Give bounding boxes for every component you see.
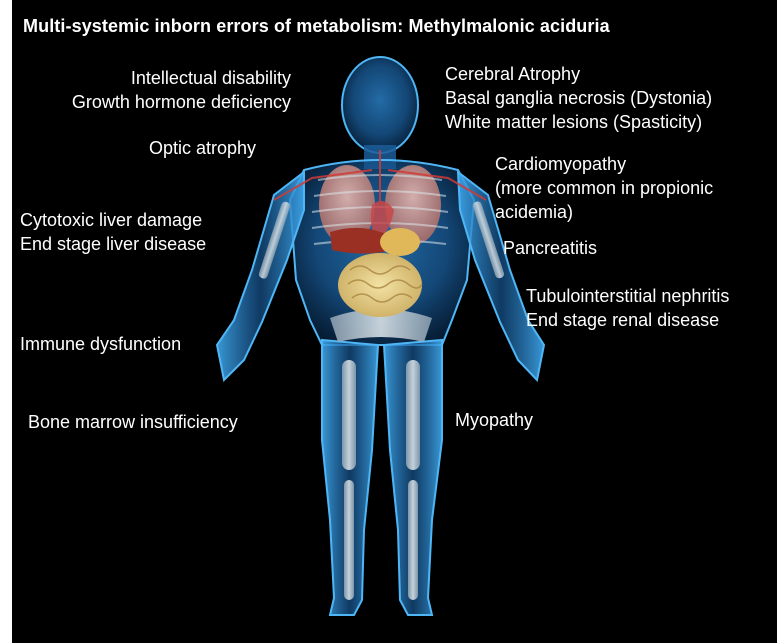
label-bone-marrow-insufficiency: Bone marrow insufficiency bbox=[28, 410, 238, 434]
label-end-stage-renal-disease: End stage renal disease bbox=[526, 308, 729, 332]
label-myopathy: Myopathy bbox=[455, 408, 533, 432]
label-optic-atrophy: Optic atrophy bbox=[149, 136, 256, 160]
label-pancreatitis: Pancreatitis bbox=[503, 236, 597, 260]
label-group-brain-right: Cerebral Atrophy Basal ganglia necrosis … bbox=[445, 62, 712, 134]
stomach bbox=[380, 228, 420, 256]
label-cytotoxic-liver-damage: Cytotoxic liver damage bbox=[20, 208, 206, 232]
diagram-panel: Multi-systemic inborn errors of metaboli… bbox=[12, 0, 777, 643]
label-cardiomyopathy-note-2: acidemia) bbox=[495, 200, 713, 224]
label-white-matter-lesions: White matter lesions (Spasticity) bbox=[445, 110, 712, 134]
label-group-neuro-left: Intellectual disability Growth hormone d… bbox=[72, 66, 291, 114]
label-immune-dysfunction: Immune dysfunction bbox=[20, 332, 181, 356]
diagram-title: Multi-systemic inborn errors of metaboli… bbox=[23, 16, 610, 37]
label-basal-ganglia-necrosis: Basal ganglia necrosis (Dystonia) bbox=[445, 86, 712, 110]
label-cardiomyopathy: Cardiomyopathy bbox=[495, 152, 713, 176]
label-intellectual-disability: Intellectual disability bbox=[72, 66, 291, 90]
label-group-renal: Tubulointerstitial nephritis End stage r… bbox=[526, 284, 729, 332]
label-group-liver: Cytotoxic liver damage End stage liver d… bbox=[20, 208, 206, 256]
label-group-cardio: Cardiomyopathy (more common in propionic… bbox=[495, 152, 713, 224]
label-end-stage-liver-disease: End stage liver disease bbox=[20, 232, 206, 256]
label-tubulointerstitial-nephritis: Tubulointerstitial nephritis bbox=[526, 284, 729, 308]
label-cerebral-atrophy: Cerebral Atrophy bbox=[445, 62, 712, 86]
label-cardiomyopathy-note-1: (more common in propionic bbox=[495, 176, 713, 200]
intestines bbox=[338, 253, 422, 317]
label-growth-hormone-deficiency: Growth hormone deficiency bbox=[72, 90, 291, 114]
